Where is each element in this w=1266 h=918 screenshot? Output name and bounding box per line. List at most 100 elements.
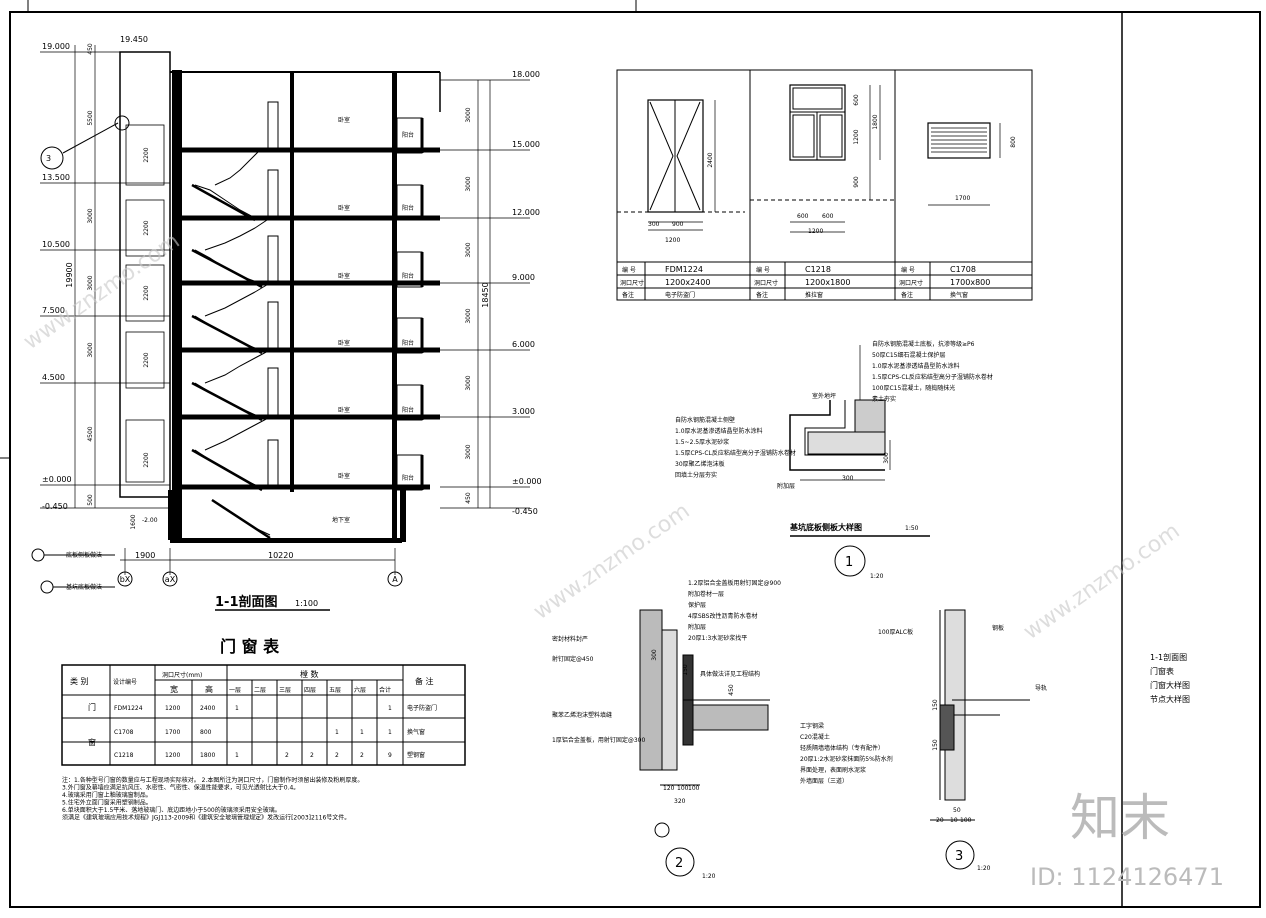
window-code: C1708 [950,265,976,274]
window-height: 2200 [143,285,150,300]
detail2-scale: 1:20 [702,873,716,880]
schedule-header: 六层 [354,686,366,694]
elevation-right: 6.000 [512,340,535,349]
title-block-line: 节点大样图 [1150,694,1190,704]
detail2-label: 聚苯乙烯泡沫塑料填缝 [552,711,612,719]
axis-label: aX [165,575,176,584]
elevation-left: 4.500 [42,373,65,382]
dim: 300 [842,475,854,482]
detail2-label: 附加层 [688,623,706,631]
note-label: 基坑底板做法 [66,583,102,591]
room-label: 卧室 [338,116,350,124]
balcony-label: 阳台 [402,272,414,280]
elevation-left: 19.000 [42,42,70,51]
dim: 900 [672,221,684,228]
schedule-total: 1 [388,705,392,712]
dim: 800 [1010,136,1017,148]
schedule-note-line: 注：1.各种型号门窗的数量应与工程现场实际核对。 2.本图所注为洞口尺寸，门窗制… [62,776,363,784]
detail3-label: 外墙面层（三道） [800,777,848,785]
elevation-right: 12.000 [512,208,540,217]
schedule-height: 1800 [200,752,215,759]
elevation-right: 3.000 [512,407,535,416]
detail1-tag2: 附加层 [777,482,795,490]
note-label: 底板侧板做法 [66,551,102,559]
schedule-header: 三层 [279,687,291,694]
watermark-brand: 知末 [1070,789,1170,847]
section-title: 1-1剖面图 [215,594,278,610]
room-label: 卧室 [338,204,350,212]
detail1-label: 30厚聚乙烯泡沫板 [675,460,725,468]
window-size: 1200x1800 [805,278,850,287]
detail1-label: 回填土分层夯实 [675,471,717,479]
schedule-header: 四层 [304,687,316,694]
window-details [616,69,1033,301]
watermark-layer: www.znzmo.com www.znzmo.com www.znzmo.co… [19,229,1184,645]
row-label: 编 号 [901,266,915,274]
dim: 600 [797,213,809,220]
dim: 600 [853,94,860,106]
window-remark: 推拉窗 [805,291,823,299]
dim-left-segment: 3000 [87,208,94,223]
detail2-label: 1.2厚铝合金盖板用射钉固定@900 [688,579,781,587]
dim: 300 [648,221,660,228]
detail3-label: 100厚ALC板 [878,628,913,636]
detail1-label: 1.0厚水泥基渗透结晶型防水涂料 [675,427,763,435]
row-label: 编 号 [622,266,636,274]
dim: 900 [853,176,860,188]
detail3-label: 20厚1:2水泥砂浆抹面防5%防水剂 [800,755,893,763]
dim: 1700 [955,195,970,202]
dim: 50 [953,807,961,814]
room-label: 卧室 [338,406,350,414]
balcony-label: 阳台 [402,339,414,347]
detail1-scale-bottom: 1:20 [870,573,884,580]
window-height: 2200 [143,147,150,162]
detail2-label: 射钉固定@450 [552,655,594,663]
schedule-note-line: 5.住宅外立面门窗采用塑钢制品。 [62,799,152,807]
window-height: 2200 [143,352,150,367]
dim: 150 [682,664,689,676]
schedule-header: 樘 数 [300,669,319,679]
schedule-header: 合计 [379,686,391,694]
schedule-header: 宽 [170,684,178,694]
room-label: 卧室 [338,472,350,480]
dim: 150 [932,739,939,751]
schedule-code: C1218 [114,752,134,759]
schedule-count: 2 [335,752,339,759]
dim-right-segment: 3000 [465,107,472,122]
dim-right-segment: 3000 [465,308,472,323]
schedule-note: 塑钢窗 [407,751,425,759]
schedule-note-line: 3.外门窗及幕墙应满足抗风压、水密性、气密性、保温性能要求，可见光透射比大于0.… [62,784,299,792]
schedule-height: 800 [200,729,212,736]
elevation-right: 18.000 [512,70,540,79]
schedule-note: 换气窗 [407,728,425,736]
window-remark: 换气窗 [950,291,968,299]
title-block-line: 1-1剖面图 [1150,652,1187,662]
dim-right-segment: 3000 [465,444,472,459]
schedule-header: 洞口尺寸(mm) [162,671,202,679]
row-label: 备注 [901,291,913,299]
detail1-label: 100厚C15混凝土，随捣随抹光 [872,384,955,392]
schedule-grid [61,664,466,766]
dim-right-total: 18450 [481,282,490,307]
watermark-id: ID: 1124126471 [1030,863,1224,891]
schedule-count: 2 [310,752,314,759]
dim: 2400 [707,152,714,167]
window-code: FDM1224 [665,265,703,274]
callout-3: 3 [46,154,51,163]
room-label: 卧室 [338,339,350,347]
detail-2 [639,609,770,877]
elevation-left: 7.500 [42,306,65,315]
schedule-code: FDM1224 [114,705,143,712]
axis-label: A [392,575,398,584]
row-label: 洞口尺寸 [899,279,923,287]
schedule-code: C1708 [114,729,134,736]
row-label: 洞口尺寸 [754,279,778,287]
window-height: 2200 [143,220,150,235]
detail3-label: 界面处理，表面刷水泥浆 [800,766,866,774]
schedule-note: 电子防盗门 [407,704,437,712]
elevation-top: 19.450 [120,35,148,44]
basement-level: -2.00 [142,517,158,524]
schedule-count: 1 [335,729,339,736]
dim: 1200 [853,129,860,144]
dim: 1800 [872,114,879,129]
